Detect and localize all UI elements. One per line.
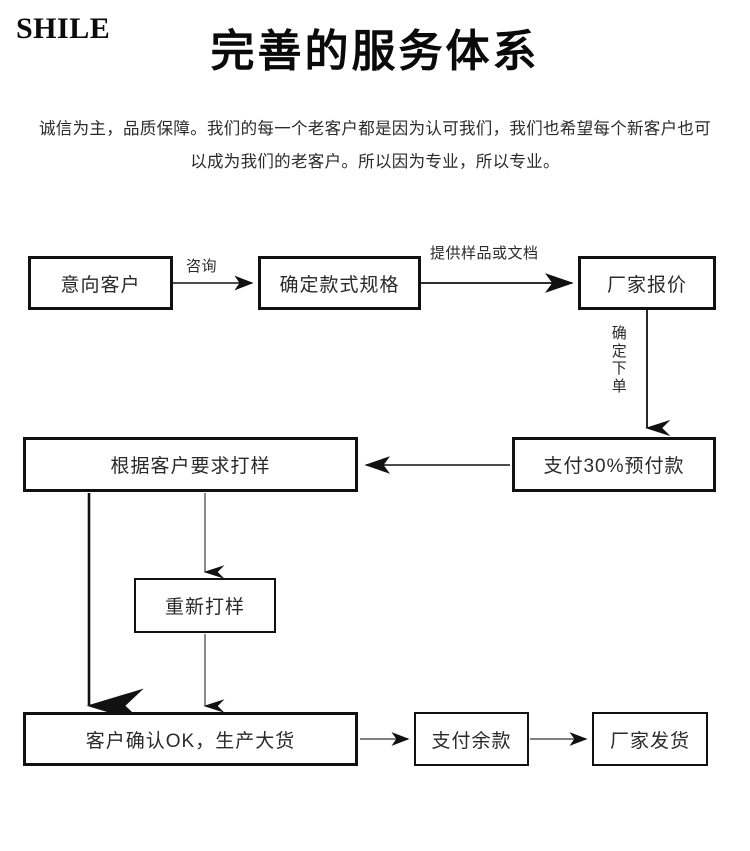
node-label: 厂家发货 (609, 730, 690, 752)
edge-label-consult: 咨询 (186, 258, 218, 275)
node-factory-quote[interactable]: 厂家报价 (578, 256, 716, 310)
node-factory-ship[interactable]: 厂家发货 (592, 712, 708, 766)
node-customer-confirm-production[interactable]: 客户确认OK，生产大货 (23, 712, 358, 766)
node-label: 确定款式规格 (279, 274, 400, 296)
page-subtitle: 诚信为主，品质保障。我们的每一个老客户都是因为认可我们，我们也希望每个新客户也可… (39, 120, 711, 171)
node-label: 支付30%预付款 (543, 456, 685, 477)
node-intent-customer[interactable]: 意向客户 (28, 256, 173, 310)
node-label: 根据客户要求打样 (110, 456, 271, 477)
node-pay-balance[interactable]: 支付余款 (414, 712, 529, 766)
page-title: 完善的服务体系 (210, 27, 540, 76)
node-resample[interactable]: 重新打样 (134, 578, 276, 633)
edge-label-provide-sample: 提供样品或文档 (430, 245, 539, 262)
node-sampling[interactable]: 根据客户要求打样 (23, 437, 358, 492)
brand-logo: SHILE (16, 12, 111, 45)
node-label: 重新打样 (164, 597, 245, 618)
node-pay-deposit[interactable]: 支付30%预付款 (512, 437, 716, 492)
node-label: 客户确认OK，生产大货 (85, 730, 296, 752)
node-label: 厂家报价 (606, 274, 687, 296)
node-label: 意向客户 (60, 274, 141, 296)
edge-label-confirm-order: 确定下单 (611, 325, 628, 396)
node-label: 支付余款 (431, 730, 512, 752)
node-confirm-style-spec[interactable]: 确定款式规格 (258, 256, 421, 310)
